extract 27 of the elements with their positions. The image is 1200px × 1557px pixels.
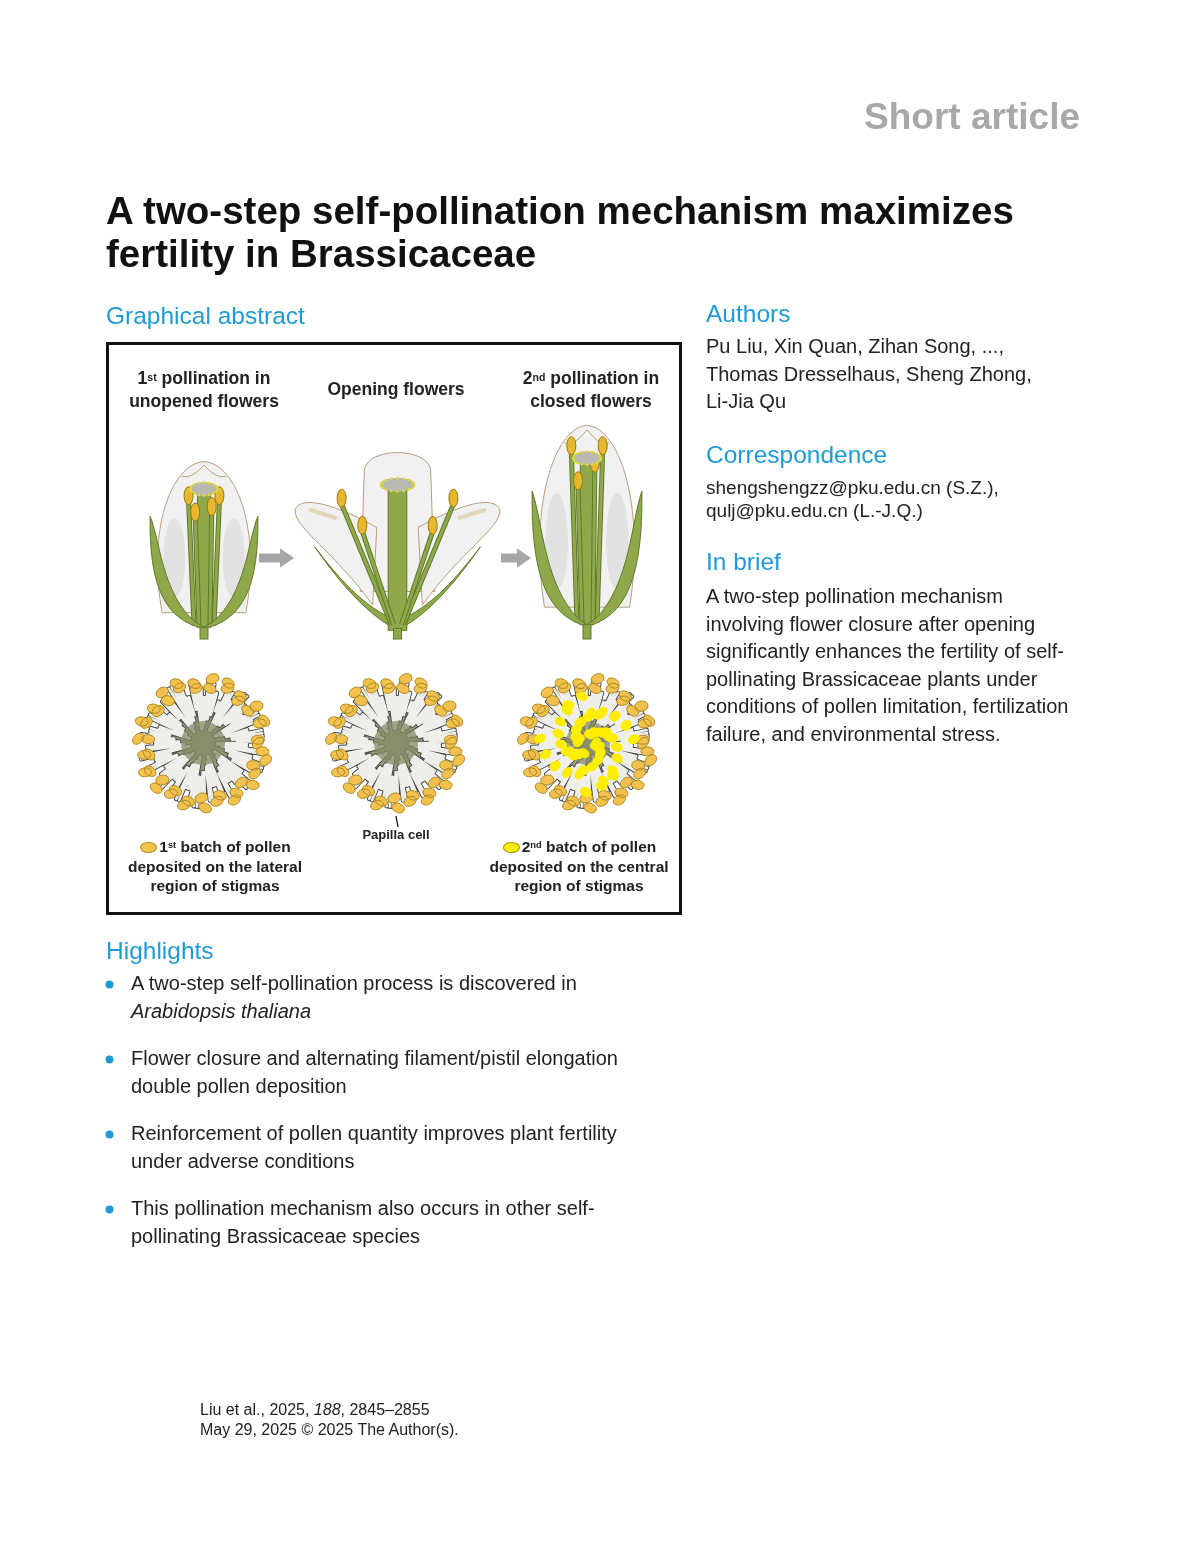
section-heading: Correspondence xyxy=(706,441,888,469)
page-title: A two-step self-pollination mechanism maximizes fertility in Brassicaceae xyxy=(106,189,1015,275)
article-type: Short article xyxy=(863,95,1080,139)
citation-text: May 29, 2025 © 2025 The Author(s). xyxy=(200,1420,460,1440)
section-heading: Graphical abstract xyxy=(106,302,305,330)
contact-text: shengshengzz@pku.edu.cn (S.Z.), qulj@pku.edu.cn (L.-J.Q.) xyxy=(706,476,1000,522)
section-heading: Authors xyxy=(706,300,791,328)
highlight-item: Reinforcement of pollen quantity improves plant fertility under adverse conditions xyxy=(131,1121,618,1174)
arrow xyxy=(259,548,294,568)
part-label: Papilla cell xyxy=(346,827,446,843)
column-title: 1$^{st}$ pollination in unopened flowers xyxy=(128,367,280,413)
paragraph: Pu Liu, Xin Quan, Zihan Song, ..., Thomas Dresselhaus, Sheng Zhong, Li-Jia Qu xyxy=(706,334,1033,414)
highlight-item: This pollination mechanism also occurs in other self-pollinating Brassicaceae species xyxy=(131,1196,596,1249)
leader-line xyxy=(395,815,399,828)
legend-text: 1$^{st}$ batch of pollen deposited on the lateral region of stigmas xyxy=(127,837,303,896)
highlight-item: A two-step self-pollination process is discovered in Arabidopsis thaliana xyxy=(131,971,578,1024)
paragraph: A two-step pollination mechanism involving flower closure after opening significantly enhances the fertility of self-pollinating Brassicaceae plants under conditions of pollen limitation, fertilization failure, and environmental stress. xyxy=(706,584,1070,747)
citation-text: Liu et al., 2025, 188, 2845–2855 xyxy=(200,1400,431,1420)
flower-bud-drawing xyxy=(149,458,259,640)
arrow xyxy=(501,548,531,568)
section-heading: In brief xyxy=(706,548,781,576)
section-heading: Highlights xyxy=(106,937,214,965)
legend-text: 2$^{nd}$ batch of pollen deposited on the central region of stigmas xyxy=(488,837,670,896)
column-title: Opening flowers xyxy=(326,378,466,401)
highlight-item: Flower closure and alternating filament/pistil elongation double pollen deposition xyxy=(131,1046,619,1099)
column-title: 2$^{nd}$ pollination in closed flowers xyxy=(521,367,661,413)
graphical-abstract-panel xyxy=(106,342,682,915)
